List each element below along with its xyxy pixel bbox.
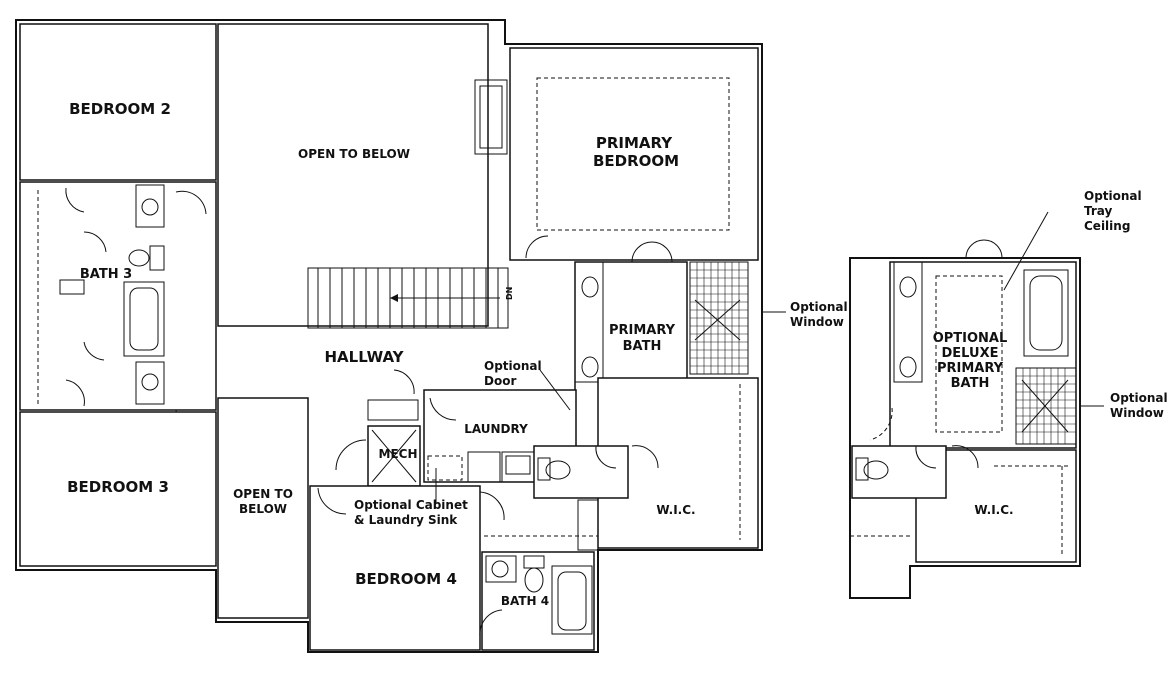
mech-label: MECH <box>379 447 418 461</box>
sink-icon <box>899 276 917 298</box>
hallway-label: HALLWAY <box>324 348 404 366</box>
optional-cabinet-callout: & Laundry Sink <box>354 513 458 527</box>
shower-tile <box>689 261 749 375</box>
tray-ceiling-outline <box>536 77 730 231</box>
toilet-icon <box>537 457 551 481</box>
open-to-below-lower <box>217 397 309 619</box>
tray-ceiling-outline <box>935 275 1003 433</box>
open-to-below-label: OPEN TO <box>233 487 293 501</box>
deluxe-toilet-room <box>851 445 947 499</box>
primary-bedroom-label: PRIMARY <box>596 134 673 152</box>
deluxe-bath-label: DELUXE <box>942 346 999 361</box>
wic-label: W.I.C. <box>656 503 695 517</box>
primary-bath-label: PRIMARY <box>609 323 676 338</box>
bathtub-icon <box>1023 269 1069 357</box>
deluxe-bath-label: OPTIONAL <box>933 331 1008 346</box>
wic-label: W.I.C. <box>974 503 1013 517</box>
tray-ceiling-callout: Optional <box>1084 189 1142 203</box>
open-to-below-label: OPEN TO BELOW <box>298 147 410 161</box>
washer-icon <box>467 451 501 483</box>
primary-bedroom-room <box>509 47 759 261</box>
optional-deluxe-plan <box>849 239 1081 599</box>
optional-window-callout: Optional <box>1110 391 1168 405</box>
deluxe-bath-label: PRIMARY <box>937 361 1004 376</box>
vanity <box>893 261 923 383</box>
tray-ceiling-callout: Ceiling <box>1084 219 1130 233</box>
sink-icon <box>491 560 509 578</box>
optional-window-callout: Window <box>790 315 844 329</box>
bedroom-2-room <box>19 23 217 181</box>
optional-window-callout: Optional <box>790 300 848 314</box>
bedroom-4-label: BEDROOM 4 <box>355 570 457 588</box>
callout-leaders <box>435 211 1104 504</box>
window-frame <box>474 79 508 155</box>
sink-counter <box>135 184 165 228</box>
bedroom-2-label: BEDROOM 2 <box>69 100 171 118</box>
open-to-below-top <box>217 23 489 327</box>
wic-toilet-room <box>533 445 629 499</box>
optional-door-callout: Door <box>484 374 516 388</box>
optional-cabinet-callout: Optional Cabinet <box>354 498 468 512</box>
main-plan <box>15 19 763 653</box>
bathtub-icon <box>551 565 593 635</box>
stairs <box>307 267 509 329</box>
sink-counter <box>135 361 165 405</box>
toilet-icon <box>149 245 165 271</box>
optional-window-callout: Window <box>1110 406 1164 420</box>
sink-icon <box>581 276 599 298</box>
open-to-below-label: BELOW <box>239 502 287 516</box>
stair-direction-label: DN <box>505 287 514 300</box>
bathtub-icon <box>123 281 165 357</box>
laundry-sink-icon <box>427 455 463 481</box>
sink-icon <box>141 198 159 216</box>
deluxe-bath-room <box>889 261 1077 449</box>
vanity <box>574 261 604 383</box>
laundry-label: LAUNDRY <box>464 422 528 436</box>
optional-door-callout: Optional <box>484 359 542 373</box>
sink-icon <box>899 356 917 378</box>
bath-3-room <box>19 181 217 411</box>
deluxe-bath-label: BATH <box>951 376 990 391</box>
wic-alt-room <box>915 449 1077 563</box>
bath-4-label: BATH 4 <box>501 594 549 608</box>
bedroom-3-room <box>19 411 217 567</box>
sink-icon <box>141 373 159 391</box>
tray-ceiling-callout: Tray <box>1084 204 1113 218</box>
sink-counter <box>485 555 517 583</box>
shower-tile <box>1015 367 1077 445</box>
toilet-icon <box>855 457 869 481</box>
bedroom-3-label: BEDROOM 3 <box>67 478 169 496</box>
primary-bedroom-label: BEDROOM <box>593 152 679 170</box>
bath-3-label: BATH 3 <box>80 267 132 282</box>
primary-bath-label: BATH <box>623 339 662 354</box>
sink-icon <box>581 356 599 378</box>
window-frame <box>479 85 503 149</box>
